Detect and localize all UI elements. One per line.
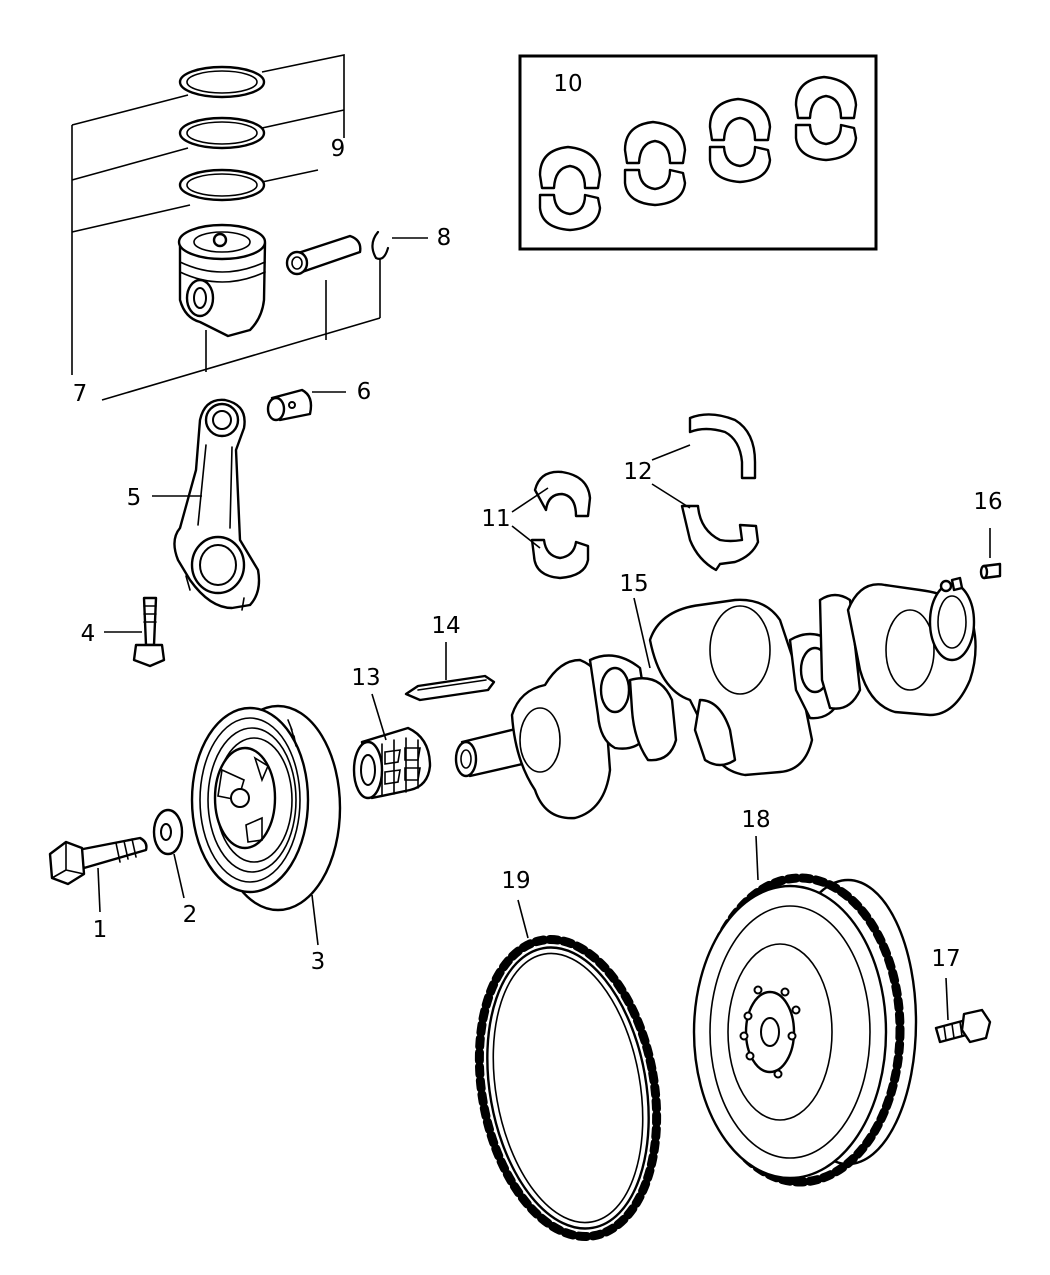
flywheel xyxy=(692,835,918,1187)
crankshaft-sprocket xyxy=(352,693,432,800)
callout-15: 15 xyxy=(619,571,648,597)
piston-ring-oil xyxy=(178,168,266,202)
washer xyxy=(152,808,185,899)
callout-4: 4 xyxy=(81,621,96,647)
callout-7: 7 xyxy=(73,381,88,407)
dowel-pin xyxy=(979,528,1002,580)
piston-ring-bracket xyxy=(71,54,381,401)
callout-11: 11 xyxy=(481,506,510,532)
callout-5: 5 xyxy=(127,485,142,511)
callout-2: 2 xyxy=(183,902,198,928)
callout-12: 12 xyxy=(623,459,652,485)
callout-19: 19 xyxy=(501,868,530,894)
rod-bolt xyxy=(104,596,166,668)
ring-gear xyxy=(474,899,662,1241)
vibration-damper xyxy=(190,704,342,946)
damper-bolt xyxy=(48,836,148,913)
callout-17: 17 xyxy=(931,946,960,972)
connecting-rod xyxy=(152,398,261,611)
piston-ring-middle xyxy=(178,116,266,150)
callout-3: 3 xyxy=(311,949,326,975)
callout-10: 10 xyxy=(553,71,582,97)
callout-13: 13 xyxy=(351,665,380,691)
piston-ring-top xyxy=(178,65,266,99)
callout-16: 16 xyxy=(973,489,1002,515)
callout-8: 8 xyxy=(437,225,452,251)
rod-bushing xyxy=(266,388,346,422)
piston xyxy=(177,223,267,338)
bearing-set-box xyxy=(518,54,878,251)
callout-18: 18 xyxy=(741,807,770,833)
callout-labels: 1 2 3 4 5 6 7 8 9 10 11 12 13 14 15 16 1… xyxy=(73,71,1003,975)
callout-14: 14 xyxy=(431,613,460,639)
crankshaft xyxy=(454,576,977,820)
callout-6: 6 xyxy=(357,379,372,405)
main-bearing-shells xyxy=(538,75,858,232)
woodruff-key xyxy=(404,642,496,702)
callout-9: 9 xyxy=(331,136,346,162)
thrust-washers xyxy=(651,413,760,572)
snap-ring xyxy=(371,230,428,260)
flywheel-bolt xyxy=(934,977,992,1044)
rod-bearing-shells xyxy=(511,470,592,580)
callout-1: 1 xyxy=(93,917,108,943)
piston-pin xyxy=(285,234,362,276)
